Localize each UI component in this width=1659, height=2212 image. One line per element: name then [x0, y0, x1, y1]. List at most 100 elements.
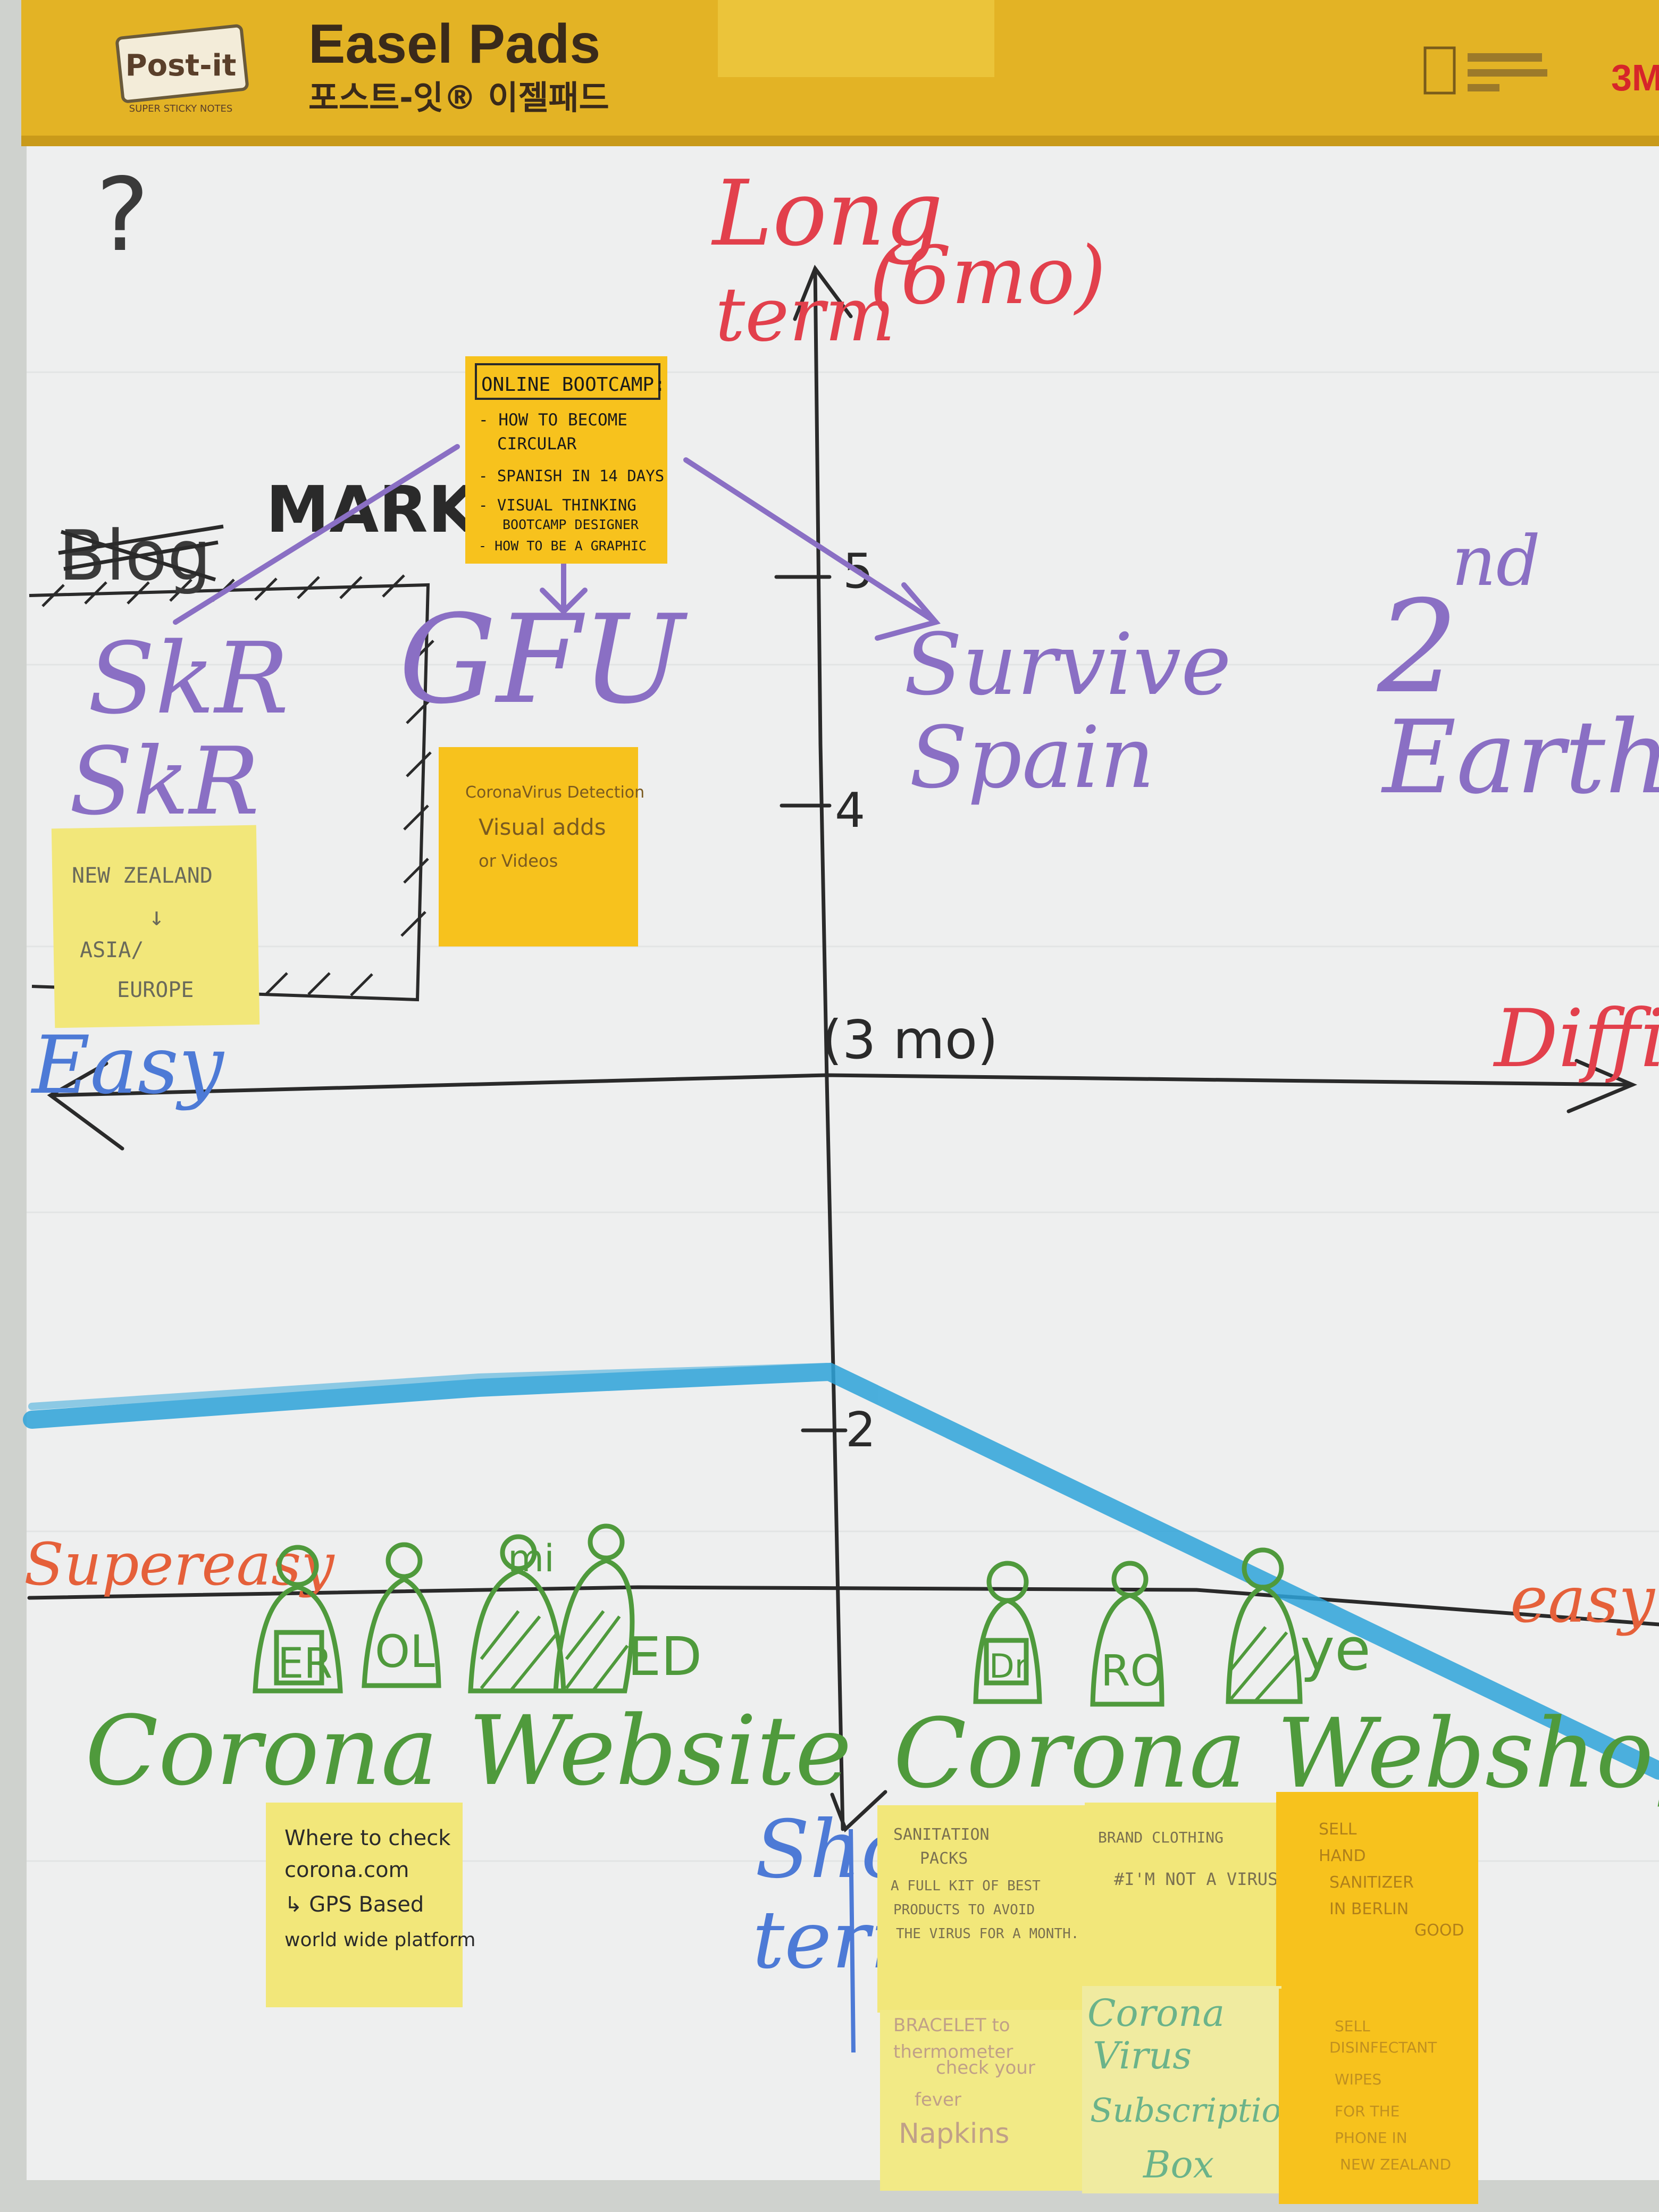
- figure-body: [468, 1569, 566, 1694]
- spain-label: Spain: [909, 708, 1155, 807]
- sell-sanitizer-line: SANITIZER: [1329, 1873, 1414, 1892]
- lower-left-label-supereasy: Supereasy: [24, 1530, 335, 1598]
- new-zealand-line: NEW ZEALAND: [72, 864, 213, 888]
- second-superscript: nd: [1452, 521, 1540, 601]
- tear-tab: [718, 0, 994, 77]
- right-label-difficult: Diffic: [1493, 993, 1659, 1085]
- disinfectant-line: SELL: [1335, 2017, 1370, 2035]
- sticky-note-disinfectant: SELL DISINFECTANT WIPES FOR THE PHONE IN…: [1279, 1989, 1478, 2204]
- bootcamp-line: BOOTCAMP DESIGNER: [502, 517, 639, 532]
- horizontal-axis-left-arrow: [47, 1061, 124, 1151]
- sell-sanitizer-line: GOOD: [1414, 1921, 1464, 1940]
- spec-text-block: [1468, 84, 1499, 91]
- post-it-logo: Post-it SUPER STICKY NOTES: [115, 24, 249, 114]
- top-label-long: Long: [711, 161, 943, 266]
- bracelet-line: Napkins: [899, 2118, 1009, 2150]
- gfu-label: GFU: [399, 589, 688, 731]
- where-to-check-line: Where to check: [284, 1826, 451, 1850]
- bracelet-line: fever: [915, 2089, 961, 2110]
- vertical-axis-top-arrow: [793, 264, 853, 321]
- spec-text-block: [1468, 53, 1542, 62]
- disinfectant-line: PHONE IN: [1335, 2129, 1407, 2147]
- figure-label: mi: [508, 1537, 555, 1580]
- blog-strikethrough: [58, 524, 224, 582]
- figure-head: [276, 1545, 319, 1587]
- figure-body: [973, 1598, 1042, 1704]
- sticky-note-where-to-check: Where to check corona.com ↳ GPS Based wo…: [266, 1803, 475, 2007]
- figure-label: OL: [375, 1626, 435, 1678]
- blue-axis-extension: [849, 1829, 856, 2053]
- disinfectant-line: FOR THE: [1335, 2102, 1400, 2120]
- new-zealand-line: EUROPE: [117, 978, 194, 1002]
- sell-sanitizer-line: HAND: [1319, 1847, 1366, 1865]
- subscription-line: Virus: [1093, 2034, 1192, 2077]
- bracelet-line: check your: [936, 2057, 1035, 2079]
- figure-badge: [274, 1630, 324, 1686]
- figure-head: [500, 1534, 537, 1571]
- tick-label-2: 2: [845, 1402, 876, 1458]
- sticky-note-brand-clothing: BRAND CLOTHING #I'M NOT A VIRUS: [1085, 1803, 1281, 1986]
- brand-logo-text: Post-it: [125, 48, 237, 83]
- figure-body: [362, 1577, 441, 1688]
- bracelet-line: thermometer: [893, 2041, 1013, 2063]
- horizontal-axis: [48, 1073, 1635, 1097]
- new-zealand-line: ASIA/: [80, 938, 144, 962]
- subscription-line: Subscription: [1090, 2091, 1303, 2130]
- detection-line: CoronaVirus Detection: [465, 783, 644, 802]
- figure-label: ER: [278, 1640, 332, 1688]
- where-to-check-line: corona.com: [284, 1858, 409, 1882]
- disinfectant-line: NEW ZEALAND: [1340, 2156, 1451, 2173]
- spec-text-block: [1468, 69, 1547, 77]
- detection-line: or Videos: [479, 851, 558, 871]
- disinfectant-line: WIPES: [1335, 2071, 1381, 2088]
- figure-badge: [984, 1638, 1029, 1686]
- maker-logo: 3M: [1611, 57, 1659, 98]
- corona-website-caption: Corona Website: [85, 1696, 852, 1807]
- product-name: Easel Pads: [308, 13, 600, 75]
- sanitation-line: PACKS: [920, 1849, 968, 1868]
- figure-hatching: [480, 1610, 629, 1692]
- bootcamp-line: - HOW TO BE A GRAPHIC: [479, 538, 647, 554]
- detection-line: Visual adds: [479, 814, 606, 840]
- vertical-axis: [813, 266, 845, 1831]
- figure-label: ye: [1300, 1615, 1371, 1683]
- sticky-note-subscription-box: Corona Virus Subscription Box: [1082, 1986, 1303, 2193]
- top-label-term: term: [715, 272, 895, 358]
- corona-webshop-caption: Corona Webshop: [893, 1698, 1659, 1809]
- figure-head: [588, 1523, 625, 1561]
- figure-head: [386, 1542, 423, 1579]
- skr-label-2: SkR: [69, 728, 259, 836]
- brand-clothing-line: #I'M NOT A VIRUS: [1114, 1869, 1278, 1889]
- new-zealand-arrow: ↓: [149, 902, 164, 932]
- survive-label: Survive: [904, 615, 1231, 714]
- earth-label: Earth: [1381, 699, 1659, 816]
- bracelet-line: BRACELET to: [893, 2015, 1010, 2036]
- blue-highlighter-line: [23, 1362, 1659, 1780]
- sanitation-line: PRODUCTS TO AVOID: [893, 1902, 1035, 1918]
- product-name-korean: 포스트-잇® 이젤패드: [308, 78, 609, 117]
- where-to-check-line: world wide platform: [284, 1929, 475, 1951]
- bootcamp-line: - HOW TO BECOME: [479, 410, 627, 430]
- where-to-check-line: ↳ GPS Based: [284, 1892, 424, 1917]
- center-label-3mo: (3 mo): [822, 1009, 998, 1071]
- sell-sanitizer-line: IN BERLIN: [1329, 1900, 1409, 1918]
- sticky-note-bracelet: BRACELET to check your fever thermometer…: [880, 2010, 1082, 2191]
- second-label: 2: [1377, 573, 1459, 722]
- horizontal-axis-right-arrow: [1566, 1059, 1637, 1113]
- brand-tagline: SUPER STICKY NOTES: [129, 103, 233, 114]
- sticky-note-coronavirus-detection: CoronaVirus Detection Visual adds or Vid…: [439, 747, 644, 946]
- brand-clothing-line: BRAND CLOTHING: [1098, 1829, 1224, 1846]
- disinfectant-line: DISINFECTANT: [1329, 2039, 1437, 2056]
- subscription-line: Box: [1142, 2143, 1214, 2186]
- sticky-note-sell-sanitizer: SELL HAND SANITIZER IN BERLIN GOOD: [1276, 1792, 1478, 1989]
- easel-pad-header: Post-it SUPER STICKY NOTES Easel Pads 포스…: [21, 0, 1659, 146]
- bootcamp-title: ONLINE BOOTCAMP:: [481, 374, 666, 396]
- bootcamp-line: - SPANISH IN 14 DAYS: [479, 467, 664, 485]
- pad-size-icon: [1423, 46, 1456, 95]
- axes: [27, 264, 1659, 1833]
- top-label-6mo: (6mo): [869, 230, 1106, 322]
- bootcamp-line: - VISUAL THINKING: [479, 496, 636, 514]
- tick-label-4: 4: [835, 783, 865, 839]
- sticky-note-sanitation: SANITATION PACKS A FULL KIT OF BEST PROD…: [877, 1805, 1085, 2013]
- sanitation-line: SANITATION: [893, 1825, 990, 1844]
